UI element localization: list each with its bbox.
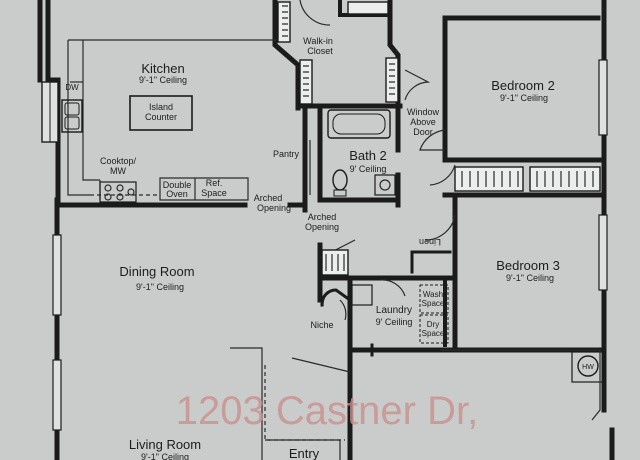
window-above-door-2: Above [410, 117, 436, 127]
arched-opening-1-line2: Opening [257, 203, 291, 213]
dry-space-label-2: Space [422, 329, 445, 338]
entry-outline [230, 347, 601, 460]
laundry-ceiling: 9' Ceiling [376, 317, 413, 327]
water-heater-icon [577, 355, 599, 377]
bedroom2-ceiling: 9'-1" Ceiling [500, 93, 548, 103]
living-window [52, 359, 62, 431]
linen-label: Linen [419, 237, 441, 247]
bedroom3-window [598, 214, 608, 291]
living-room-label: Living Room [129, 437, 201, 452]
dining-room-ceiling: 9'-1" Ceiling [136, 282, 184, 292]
cooktop-label-2: MW [110, 166, 126, 176]
bath-fixtures [327, 109, 396, 197]
bedroom-closet-shelving [321, 166, 601, 276]
kitchen-sink [61, 99, 83, 133]
entry-label: Entry [289, 446, 320, 460]
dw-label: DW [65, 83, 79, 92]
bath2-ceiling: 9' Ceiling [350, 164, 387, 174]
arched-opening-1-line1: Arched [254, 193, 283, 203]
window-above-door-1: Window [407, 107, 440, 117]
cooktop-icon [99, 181, 137, 203]
niche-shape [320, 288, 353, 307]
window-above-door-3: Door [413, 127, 433, 137]
kitchen-cabinets [67, 39, 311, 201]
dining-window [52, 234, 62, 316]
bedroom2-label: Bedroom 2 [491, 78, 555, 93]
arched-opening-2-line2: Opening [305, 222, 339, 232]
wash-space-label-2: Space [422, 299, 445, 308]
kitchen-window [41, 81, 59, 143]
hw-label: HW [582, 364, 594, 371]
pantry-label: Pantry [273, 149, 300, 159]
arched-opening-2-line1: Arched [308, 212, 337, 222]
niche-label: Niche [310, 320, 333, 330]
walkin-closet-shelving [277, 0, 399, 105]
walkin-closet-label-1: Walk-in [303, 36, 333, 46]
cooktop-label-1: Cooktop/ [100, 156, 137, 166]
laundry-fixtures [351, 284, 449, 344]
living-room-ceiling: 9'-1" Ceiling [141, 452, 189, 460]
dry-space-label-1: Dry [427, 320, 439, 329]
bath2-label: Bath 2 [349, 148, 387, 163]
double-oven-label-2: Oven [166, 189, 188, 199]
address-watermark: 1203 Castner Dr, [176, 389, 478, 433]
ref-space-label-2: Space [201, 188, 227, 198]
ref-space-label-1: Ref. [206, 178, 223, 188]
door-swings [319, 69, 456, 321]
kitchen-label: Kitchen [141, 61, 184, 76]
bedroom3-ceiling: 9'-1" Ceiling [506, 273, 554, 283]
interior-walls [55, 0, 607, 460]
wash-space-label-1: Wash [423, 290, 443, 299]
island-counter [129, 95, 193, 131]
island-label-2: Counter [145, 112, 177, 122]
laundry-label: Laundry [376, 305, 412, 316]
dining-room-label: Dining Room [119, 264, 194, 279]
bedroom2-window [598, 59, 608, 136]
double-oven-label-1: Double [163, 180, 192, 190]
island-label-1: Island [149, 102, 173, 112]
bedroom3-label: Bedroom 3 [496, 258, 560, 273]
kitchen-ceiling: 9'-1" Ceiling [139, 75, 187, 85]
walkin-closet-label-2: Closet [307, 46, 333, 56]
